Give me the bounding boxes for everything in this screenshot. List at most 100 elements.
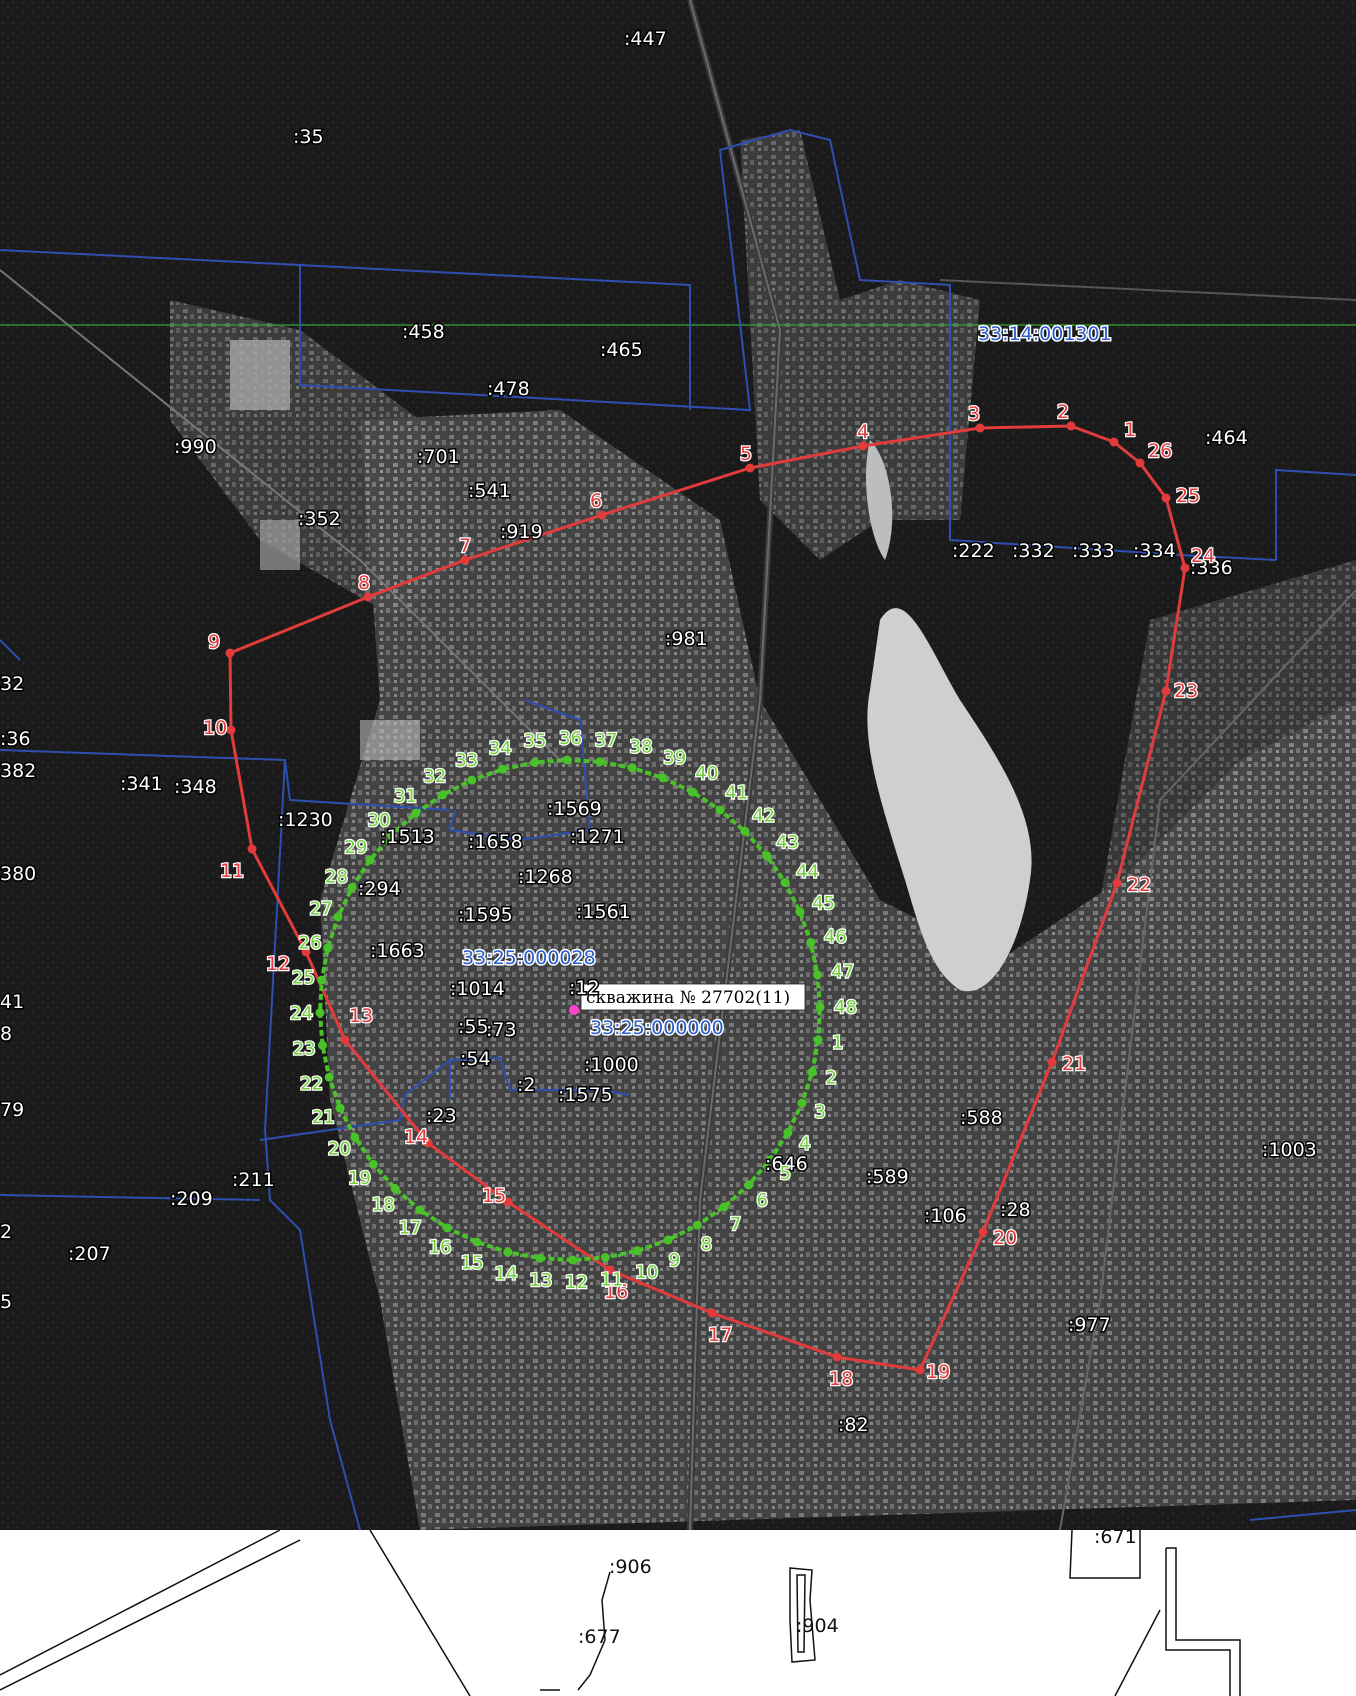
- parcel-label: :54: [460, 1048, 491, 1070]
- parcel-label: :589: [866, 1166, 909, 1188]
- quarter-label-north: 33:14:001301: [978, 323, 1112, 345]
- green-vertex: [627, 763, 637, 773]
- red-vertex: [605, 1265, 615, 1275]
- parcel-label: :646: [765, 1153, 808, 1175]
- well-marker[interactable]: скважина № 27702(11): [569, 983, 806, 1015]
- green-point-label: 20: [328, 1139, 351, 1160]
- green-vertex: [688, 787, 698, 797]
- green-point-label: 47: [831, 962, 854, 983]
- red-point-label: 8: [358, 572, 370, 594]
- parcel-label: 5: [0, 1291, 12, 1313]
- red-vertex: [1109, 437, 1119, 447]
- red-vertex: [340, 1035, 350, 1045]
- parcel-label: :222: [952, 540, 995, 562]
- red-vertex: [975, 423, 985, 433]
- red-point-label: 6: [590, 490, 602, 512]
- parcel-label: :1663: [370, 940, 425, 962]
- red-vertex: [978, 1227, 988, 1237]
- green-point-label: 7: [730, 1214, 741, 1235]
- red-vertex: [503, 1197, 513, 1207]
- green-vertex: [783, 1128, 793, 1138]
- green-vertex: [658, 773, 668, 783]
- red-point-label: 15: [482, 1185, 506, 1207]
- parcel-label: 8: [0, 1023, 12, 1045]
- red-point-label: 22: [1127, 874, 1151, 896]
- green-vertex: [323, 943, 333, 953]
- green-point-label: 6: [756, 1190, 767, 1211]
- green-vertex: [317, 975, 327, 985]
- green-point-label: 4: [799, 1133, 810, 1154]
- green-vertex: [595, 757, 605, 767]
- red-vertex: [1161, 493, 1171, 503]
- green-point-label: 22: [300, 1073, 323, 1094]
- green-point-label: 41: [725, 782, 748, 803]
- parcel-label: :12: [569, 977, 600, 999]
- parcel-label: :55: [458, 1016, 489, 1038]
- green-point-label: 31: [394, 786, 417, 807]
- parcel-label: :1569: [547, 798, 602, 820]
- parcel-label: :904: [796, 1615, 839, 1637]
- parcel-label: :977: [1068, 1314, 1111, 1336]
- green-vertex: [438, 790, 448, 800]
- quarter-label-center: 33:25:000028: [462, 947, 596, 969]
- parcel-label: :671: [1094, 1526, 1137, 1548]
- parcel-label: :333: [1072, 540, 1115, 562]
- green-point-label: 26: [299, 933, 322, 954]
- green-point-label: 32: [423, 766, 446, 787]
- green-point-label: 43: [776, 832, 799, 853]
- quarter-label-well: 33:25:000000: [590, 1017, 724, 1039]
- parcel-label: 79: [0, 1099, 24, 1121]
- parcel-label: :332: [1012, 540, 1055, 562]
- green-point-label: 18: [372, 1194, 395, 1215]
- parcel-label: :1230: [278, 809, 333, 831]
- green-vertex: [806, 938, 816, 948]
- parcel-label: :990: [174, 436, 217, 458]
- parcel-label: 382: [0, 760, 36, 782]
- parcel-label: :2: [517, 1074, 536, 1096]
- green-point-label: 25: [292, 967, 315, 988]
- red-point-label: 11: [220, 860, 244, 882]
- red-vertex: [915, 1365, 925, 1375]
- parcel-label: :1271: [570, 826, 625, 848]
- green-point-label: 1: [832, 1033, 843, 1054]
- red-vertex: [225, 648, 235, 658]
- green-point-labels: 1234567891011121314151617181920212223242…: [289, 727, 858, 1295]
- parcel-label: 41: [0, 991, 24, 1013]
- parcel-labels: :447:35:458:465:478:990:701:541:352:919:…: [0, 27, 1318, 1649]
- green-vertex: [415, 1205, 425, 1215]
- red-point-label: 19: [926, 1361, 950, 1383]
- parcel-label: :82: [838, 1414, 869, 1436]
- parcel-label: :352: [298, 508, 341, 530]
- green-point-label: 9: [669, 1250, 680, 1271]
- green-vertex: [390, 1184, 400, 1194]
- parcel-label: :981: [665, 628, 708, 650]
- parcel-label: :294: [358, 878, 401, 900]
- well-point-icon[interactable]: [569, 1005, 579, 1015]
- green-vertex: [347, 882, 357, 892]
- green-vertex: [503, 1247, 513, 1257]
- parcel-label: :447: [624, 28, 667, 50]
- red-vertex: [301, 947, 311, 957]
- green-point-label: 11: [600, 1269, 623, 1290]
- parcel-label: :348: [174, 776, 217, 798]
- green-vertex: [797, 1098, 807, 1108]
- parcel-label: :1000: [584, 1054, 639, 1076]
- green-vertex: [350, 1132, 360, 1142]
- parcel-label: :35: [293, 126, 324, 148]
- green-vertex: [762, 851, 772, 861]
- green-vertex: [765, 1155, 775, 1165]
- parcel-label: :28: [1000, 1199, 1031, 1221]
- cadastral-borders: [0, 128, 1356, 1531]
- parcel-label: :341: [120, 773, 163, 795]
- red-point-label: 7: [459, 535, 471, 557]
- parcel-label: :1561: [576, 901, 631, 923]
- parcel-label: :906: [609, 1556, 652, 1578]
- green-point-label: 42: [752, 806, 775, 827]
- blank-area: [0, 1530, 1356, 1696]
- red-point-label: 21: [1062, 1053, 1086, 1075]
- parcel-label: :73: [486, 1019, 517, 1041]
- well-label: скважина № 27702(11): [586, 988, 790, 1008]
- green-point-label: 33: [455, 750, 478, 771]
- red-vertex: [247, 844, 257, 854]
- red-vertex: [597, 510, 607, 520]
